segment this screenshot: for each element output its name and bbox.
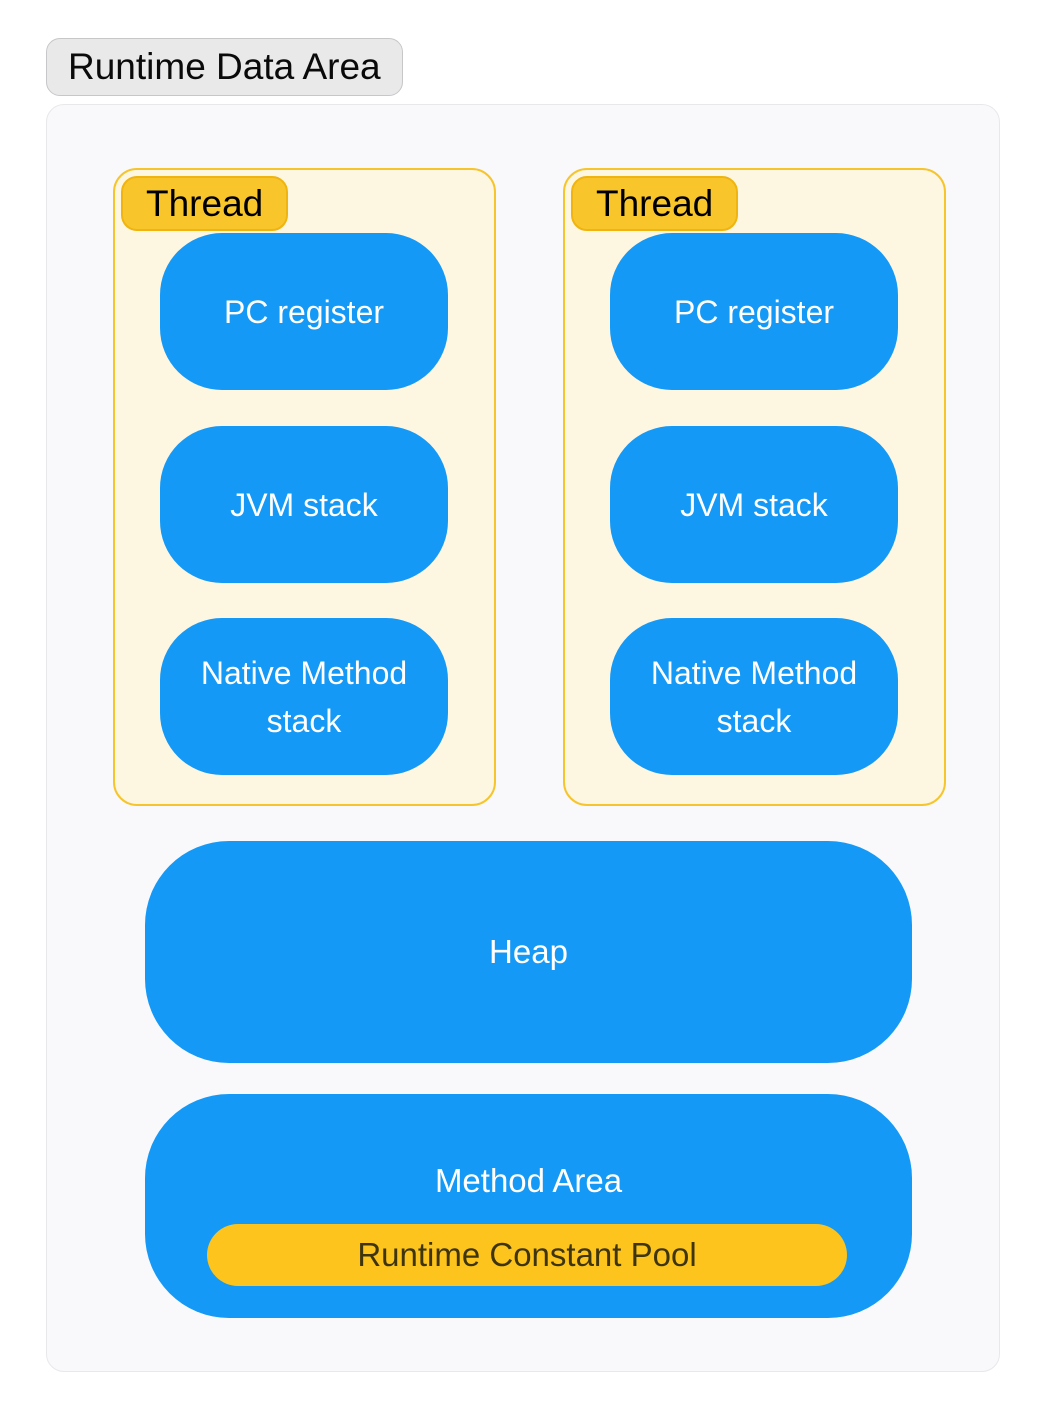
thread-badge-1-label: Thread xyxy=(146,182,264,224)
jvm-stack-node-1-label: JVM stack xyxy=(230,486,378,523)
thread-box-1: Thread PC register JVM stack Native Meth… xyxy=(113,168,496,806)
runtime-data-area-container: Thread PC register JVM stack Native Meth… xyxy=(46,104,1000,1372)
diagram-title-label: Runtime Data Area xyxy=(68,46,381,87)
heap-node-label: Heap xyxy=(489,933,568,970)
native-method-stack-node-1: Native Method stack xyxy=(160,618,448,775)
method-area-label: Method Area xyxy=(434,1162,623,1199)
native-method-stack-node-2: Native Method stack xyxy=(610,618,898,775)
pc-register-node-2-label: PC register xyxy=(673,293,835,330)
thread-box-2: Thread PC register JVM stack Native Meth… xyxy=(563,168,946,806)
pc-register-node-1-label: PC register xyxy=(223,293,385,330)
diagram-title-badge: Runtime Data Area xyxy=(46,38,403,96)
native-method-stack-node-2-label: Native Method stack xyxy=(650,654,858,739)
pc-register-node-1: PC register xyxy=(160,233,448,390)
jvm-stack-node-1: JVM stack xyxy=(160,426,448,583)
runtime-constant-pool-node: Runtime Constant Pool xyxy=(207,1224,847,1286)
thread-badge-2-label: Thread xyxy=(596,182,714,224)
thread-badge-1: Thread xyxy=(121,176,289,231)
heap-node: Heap xyxy=(145,841,912,1063)
native-method-stack-node-1-label: Native Method stack xyxy=(200,654,408,739)
pc-register-node-2: PC register xyxy=(610,233,898,390)
thread-badge-2: Thread xyxy=(571,176,739,231)
runtime-constant-pool-label: Runtime Constant Pool xyxy=(357,1236,697,1273)
jvm-stack-node-2: JVM stack xyxy=(610,426,898,583)
method-area-node: Method Area Runtime Constant Pool xyxy=(145,1094,912,1318)
jvm-stack-node-2-label: JVM stack xyxy=(680,486,828,523)
